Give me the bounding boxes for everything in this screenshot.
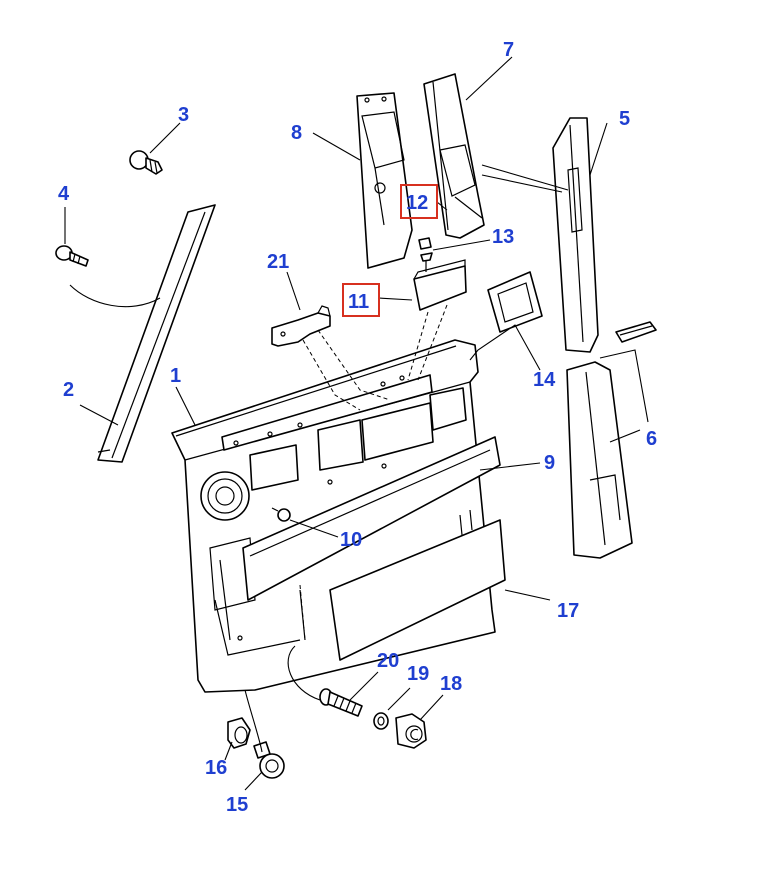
pull-cup	[413, 259, 467, 311]
c-pillar-trim	[552, 117, 599, 353]
callout-8: 8	[291, 122, 302, 144]
callout-17: 17	[557, 600, 579, 622]
callout-7: 7	[503, 39, 514, 61]
callout-labels: 1 2 3 4 5 6 7 8 9 10 11 12 13 14 15 16 1…	[58, 39, 657, 816]
handle-bezel	[487, 271, 543, 333]
highlight-box-11	[342, 283, 380, 317]
trim-screw	[55, 245, 89, 267]
callout-13: 13	[492, 226, 514, 248]
trim-clip	[129, 150, 163, 175]
callout-12: 12	[406, 192, 428, 214]
assembly-lines	[299, 304, 448, 641]
callout-20: 20	[377, 650, 399, 672]
pillar-end-cap	[615, 321, 657, 343]
mounting-bracket	[271, 305, 331, 347]
callout-5: 5	[619, 108, 630, 130]
callout-1: 1	[170, 365, 181, 387]
threaded-stud	[319, 688, 363, 717]
b-pillar-upper-trim	[356, 92, 413, 269]
a-pillar-trim	[97, 204, 216, 463]
callout-6: 6	[646, 428, 657, 450]
leader-lines	[64, 56, 649, 791]
highlight-box-12	[400, 184, 438, 219]
washer	[373, 712, 389, 730]
callout-4: 4	[58, 183, 70, 205]
grommet	[227, 717, 251, 749]
callout-14: 14	[533, 369, 556, 391]
upper-trim-pad	[242, 436, 501, 601]
callout-9: 9	[544, 452, 555, 474]
callout-21: 21	[267, 251, 289, 273]
callout-15: 15	[226, 794, 248, 816]
callout-2: 2	[63, 379, 74, 401]
callout-19: 19	[407, 663, 429, 685]
callout-3: 3	[178, 104, 189, 126]
cap-screw	[253, 741, 285, 779]
screw-13	[420, 252, 433, 272]
callout-18: 18	[440, 673, 462, 695]
lower-pillar-trim	[566, 361, 633, 559]
cap-nut	[395, 713, 427, 749]
lower-trim-pad	[329, 519, 506, 661]
clip-12	[418, 237, 432, 250]
panel-clip	[271, 507, 291, 522]
callout-16: 16	[205, 757, 227, 779]
callout-11: 11	[348, 291, 369, 313]
b-pillar-lower-trim	[423, 73, 485, 239]
callout-10: 10	[340, 529, 362, 551]
